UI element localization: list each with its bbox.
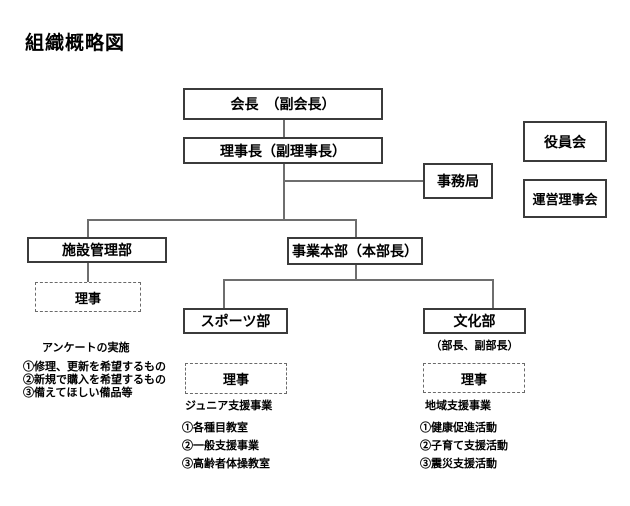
- junior-note-list: ①各種目教室 ②一般支援事業 ③高齢者体操教室: [182, 419, 270, 473]
- regional-note-list: ①健康促進活動 ②子育て支援活動 ③震災支援活動: [420, 419, 508, 473]
- connector-hq-down: [355, 265, 357, 281]
- regional-note-item: ①健康促進活動: [420, 422, 497, 434]
- junior-note-title: ジュニア支援事業: [185, 400, 273, 412]
- officers-board-box: 役員会: [523, 121, 607, 162]
- facility-dept-box: 施設管理部: [27, 237, 167, 263]
- secretariat-box: 事務局: [423, 163, 493, 199]
- connector-branch-bottom: [223, 279, 494, 281]
- chairman-box: 会長 （副会長）: [183, 88, 383, 120]
- junior-note-item: ③高齢者体操教室: [182, 458, 270, 470]
- business-hq-box: 事業本部（本部長）: [287, 237, 423, 265]
- junior-note-item: ②一般支援事業: [182, 440, 259, 452]
- survey-note-list: ①修理、更新を希望するもの ②新規で購入を希望するもの ③備えてほしい備品等: [23, 361, 166, 400]
- connector-facility-to-director: [87, 263, 89, 283]
- connector-president-down: [283, 163, 285, 221]
- connector-chairman-president: [283, 120, 285, 138]
- connector-to-facility-dept: [87, 219, 89, 238]
- connector-to-culture-dept: [492, 279, 494, 309]
- connector-to-business-hq: [355, 219, 357, 238]
- junior-note-item: ①各種目教室: [182, 422, 248, 434]
- president-box: 理事長（副理事長）: [183, 137, 383, 164]
- sports-dept-box: スポーツ部: [183, 308, 288, 334]
- culture-dept-box: 文化部: [423, 308, 526, 334]
- director-box-sports: 理事: [185, 363, 287, 394]
- director-box-facility: 理事: [35, 282, 141, 312]
- regional-note-title: 地域支援事業: [425, 400, 491, 412]
- director-box-culture: 理事: [423, 363, 525, 393]
- regional-note-item: ③震災支援活動: [420, 458, 497, 470]
- survey-note-item: ①修理、更新を希望するもの: [23, 361, 166, 373]
- connector-branch-top: [87, 219, 357, 221]
- management-board-box: 運営理事会: [523, 179, 607, 218]
- survey-note-title: アンケートの実施: [42, 342, 130, 354]
- culture-dept-caption: （部長、副部長）: [430, 340, 519, 352]
- regional-note-item: ②子育て支援活動: [420, 440, 508, 452]
- survey-note-item: ②新規で購入を希望するもの: [23, 374, 166, 386]
- connector-to-sports-dept: [223, 279, 225, 309]
- survey-note-item: ③備えてほしい備品等: [23, 387, 133, 399]
- connector-to-secretariat: [283, 180, 423, 182]
- page-title: 組織概略図: [25, 33, 126, 54]
